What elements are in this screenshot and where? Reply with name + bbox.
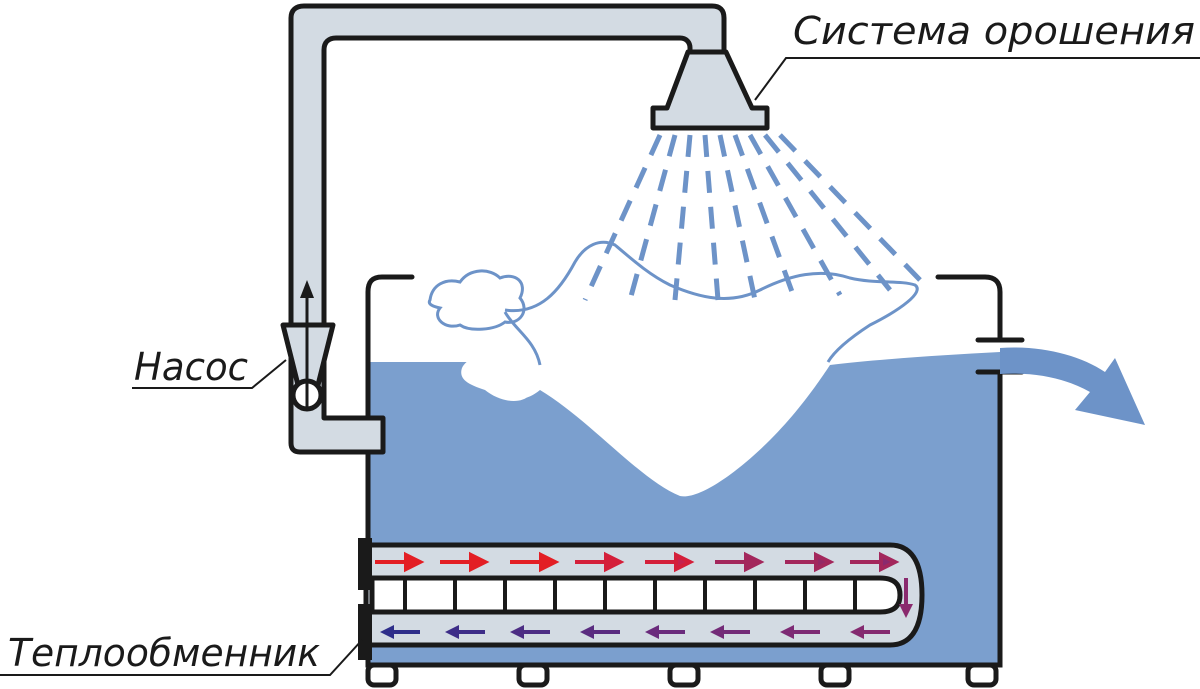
foam-ridge bbox=[504, 240, 919, 363]
irrigation-system-label: Система орошения bbox=[793, 9, 1195, 53]
coil-inner bbox=[369, 575, 903, 615]
coil-fins bbox=[403, 578, 857, 612]
foam-outline bbox=[427, 269, 526, 331]
pipe bbox=[288, 3, 727, 455]
heat-exchanger bbox=[358, 538, 925, 660]
coil-flange-top bbox=[358, 538, 372, 590]
foam-left-drop bbox=[503, 311, 542, 366]
tank-feet bbox=[365, 662, 999, 688]
ice-blob bbox=[461, 355, 532, 402]
spray-lines bbox=[582, 133, 922, 302]
pump bbox=[280, 280, 336, 412]
spray-nozzle bbox=[650, 49, 770, 131]
outflow-arrow bbox=[1000, 347, 1145, 425]
heat-exchanger-label: Теплообменник bbox=[8, 631, 320, 675]
hot-flow-arrows bbox=[375, 551, 913, 618]
leader-lines bbox=[0, 57, 1200, 676]
pump-label: Насос bbox=[134, 345, 248, 389]
cold-flow-arrows bbox=[380, 625, 890, 639]
coil-flange-bottom bbox=[358, 604, 372, 660]
